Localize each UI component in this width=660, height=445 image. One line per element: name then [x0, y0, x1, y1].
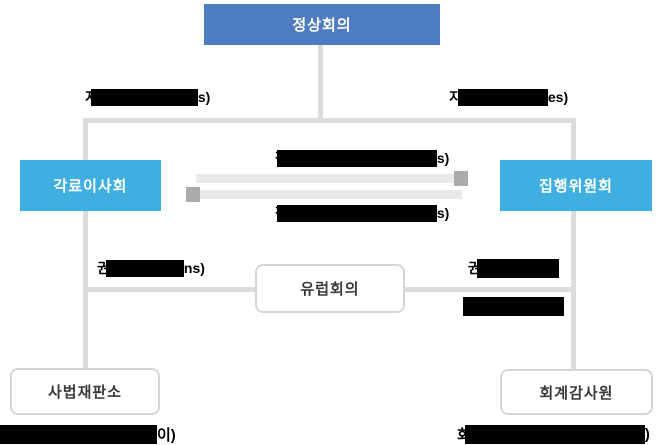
- node-european-assembly-label: 유럽회의: [300, 281, 360, 298]
- caption-court-of-auditors: 회 ): [457, 424, 650, 444]
- label-left-mid: 권 ns): [97, 258, 205, 278]
- node-council-of-ministers: 각료이사회: [20, 160, 161, 211]
- connector-left-lower-vertical: [83, 211, 88, 368]
- node-european-assembly: 유럽회의: [255, 264, 405, 313]
- label-center-bottom: 정 s): [275, 203, 449, 223]
- connector-assembly-left: [87, 287, 255, 292]
- label-top-right-suffix: es): [547, 89, 569, 105]
- node-court-of-justice: 사법재판소: [10, 368, 160, 415]
- node-court-of-auditors: 회계감사원: [500, 369, 653, 415]
- redaction-bar: [0, 424, 157, 444]
- node-council-of-ministers-label: 각료이사회: [53, 178, 128, 195]
- redaction-bar: [463, 296, 564, 316]
- redaction-bar: [105, 259, 184, 277]
- label-center-bottom-suffix: s): [436, 205, 450, 221]
- arrow-rightward-shaft: [196, 174, 456, 183]
- caption-court-of-justice: 이): [0, 424, 176, 444]
- node-court-of-justice-label: 사법재판소: [47, 384, 122, 401]
- caption-court-of-justice-suffix: 이): [157, 426, 176, 444]
- redaction-bar: [457, 88, 548, 106]
- connector-right-lower-vertical: [571, 211, 576, 369]
- label-right-mid-line1: 권: [468, 258, 559, 278]
- node-court-of-auditors-label: 회계감사원: [539, 384, 614, 402]
- arrow-leftward-shaft: [200, 190, 462, 199]
- node-executive-committee-label: 집행위원회: [538, 178, 613, 195]
- connector-right-upper-vertical: [571, 123, 576, 161]
- redaction-bar: [464, 424, 645, 444]
- connector-summit-vertical: [318, 45, 323, 119]
- node-summit: 정상회의: [204, 4, 440, 45]
- node-summit-label: 정상회의: [292, 17, 352, 34]
- label-top-right: 지 es): [449, 87, 568, 107]
- caption-court-of-auditors-suffix: ): [644, 425, 650, 443]
- label-left-mid-suffix: ns): [183, 260, 205, 276]
- arrow-leftward-head-icon: [186, 187, 200, 202]
- label-top-left: 지 s): [85, 87, 210, 107]
- connector-assembly-right: [405, 287, 571, 292]
- label-center-top: 정 s): [275, 148, 449, 168]
- label-right-mid-line2: [463, 296, 564, 316]
- connector-left-upper-vertical: [83, 123, 88, 161]
- arrow-rightward-head-icon: [454, 171, 468, 186]
- label-center-top-suffix: s): [436, 150, 450, 166]
- redaction-bar: [276, 204, 437, 222]
- node-executive-committee: 집행위원회: [500, 160, 652, 211]
- redaction-bar: [90, 88, 198, 106]
- connector-main-horizontal: [83, 118, 576, 123]
- redaction-bar: [476, 258, 559, 278]
- label-top-left-suffix: s): [197, 89, 211, 105]
- redaction-bar: [276, 149, 437, 167]
